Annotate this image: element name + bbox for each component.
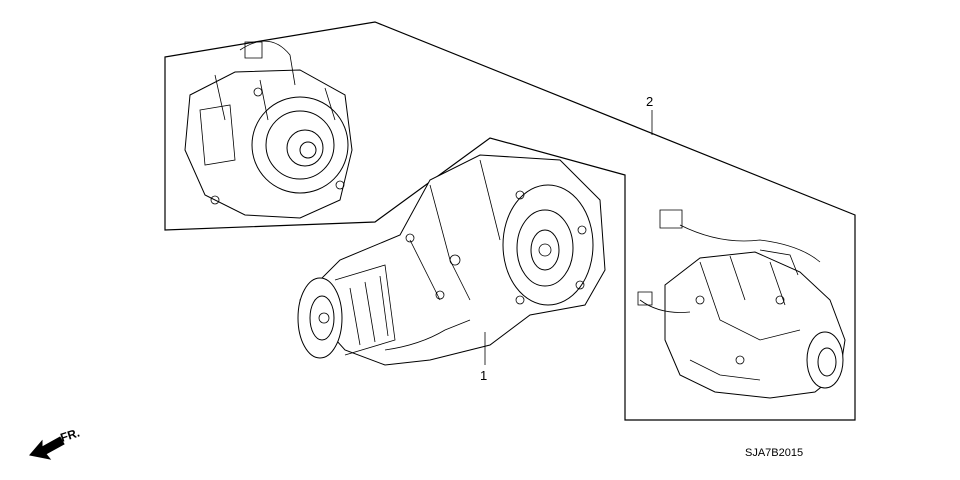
front-direction-indicator: FR. xyxy=(29,426,82,460)
arrow-left-down-icon xyxy=(29,436,65,460)
callout-1-label: 1 xyxy=(480,368,487,383)
assembly-2-frame xyxy=(164,21,856,421)
transfer-unit-right xyxy=(637,209,846,399)
diagram-code: SJA7B2015 xyxy=(745,447,803,459)
direction-label: FR. xyxy=(59,426,82,445)
callout-2-label: 2 xyxy=(646,94,653,109)
rear-differential-center xyxy=(297,154,606,366)
transfer-unit-upper-left xyxy=(184,40,353,219)
